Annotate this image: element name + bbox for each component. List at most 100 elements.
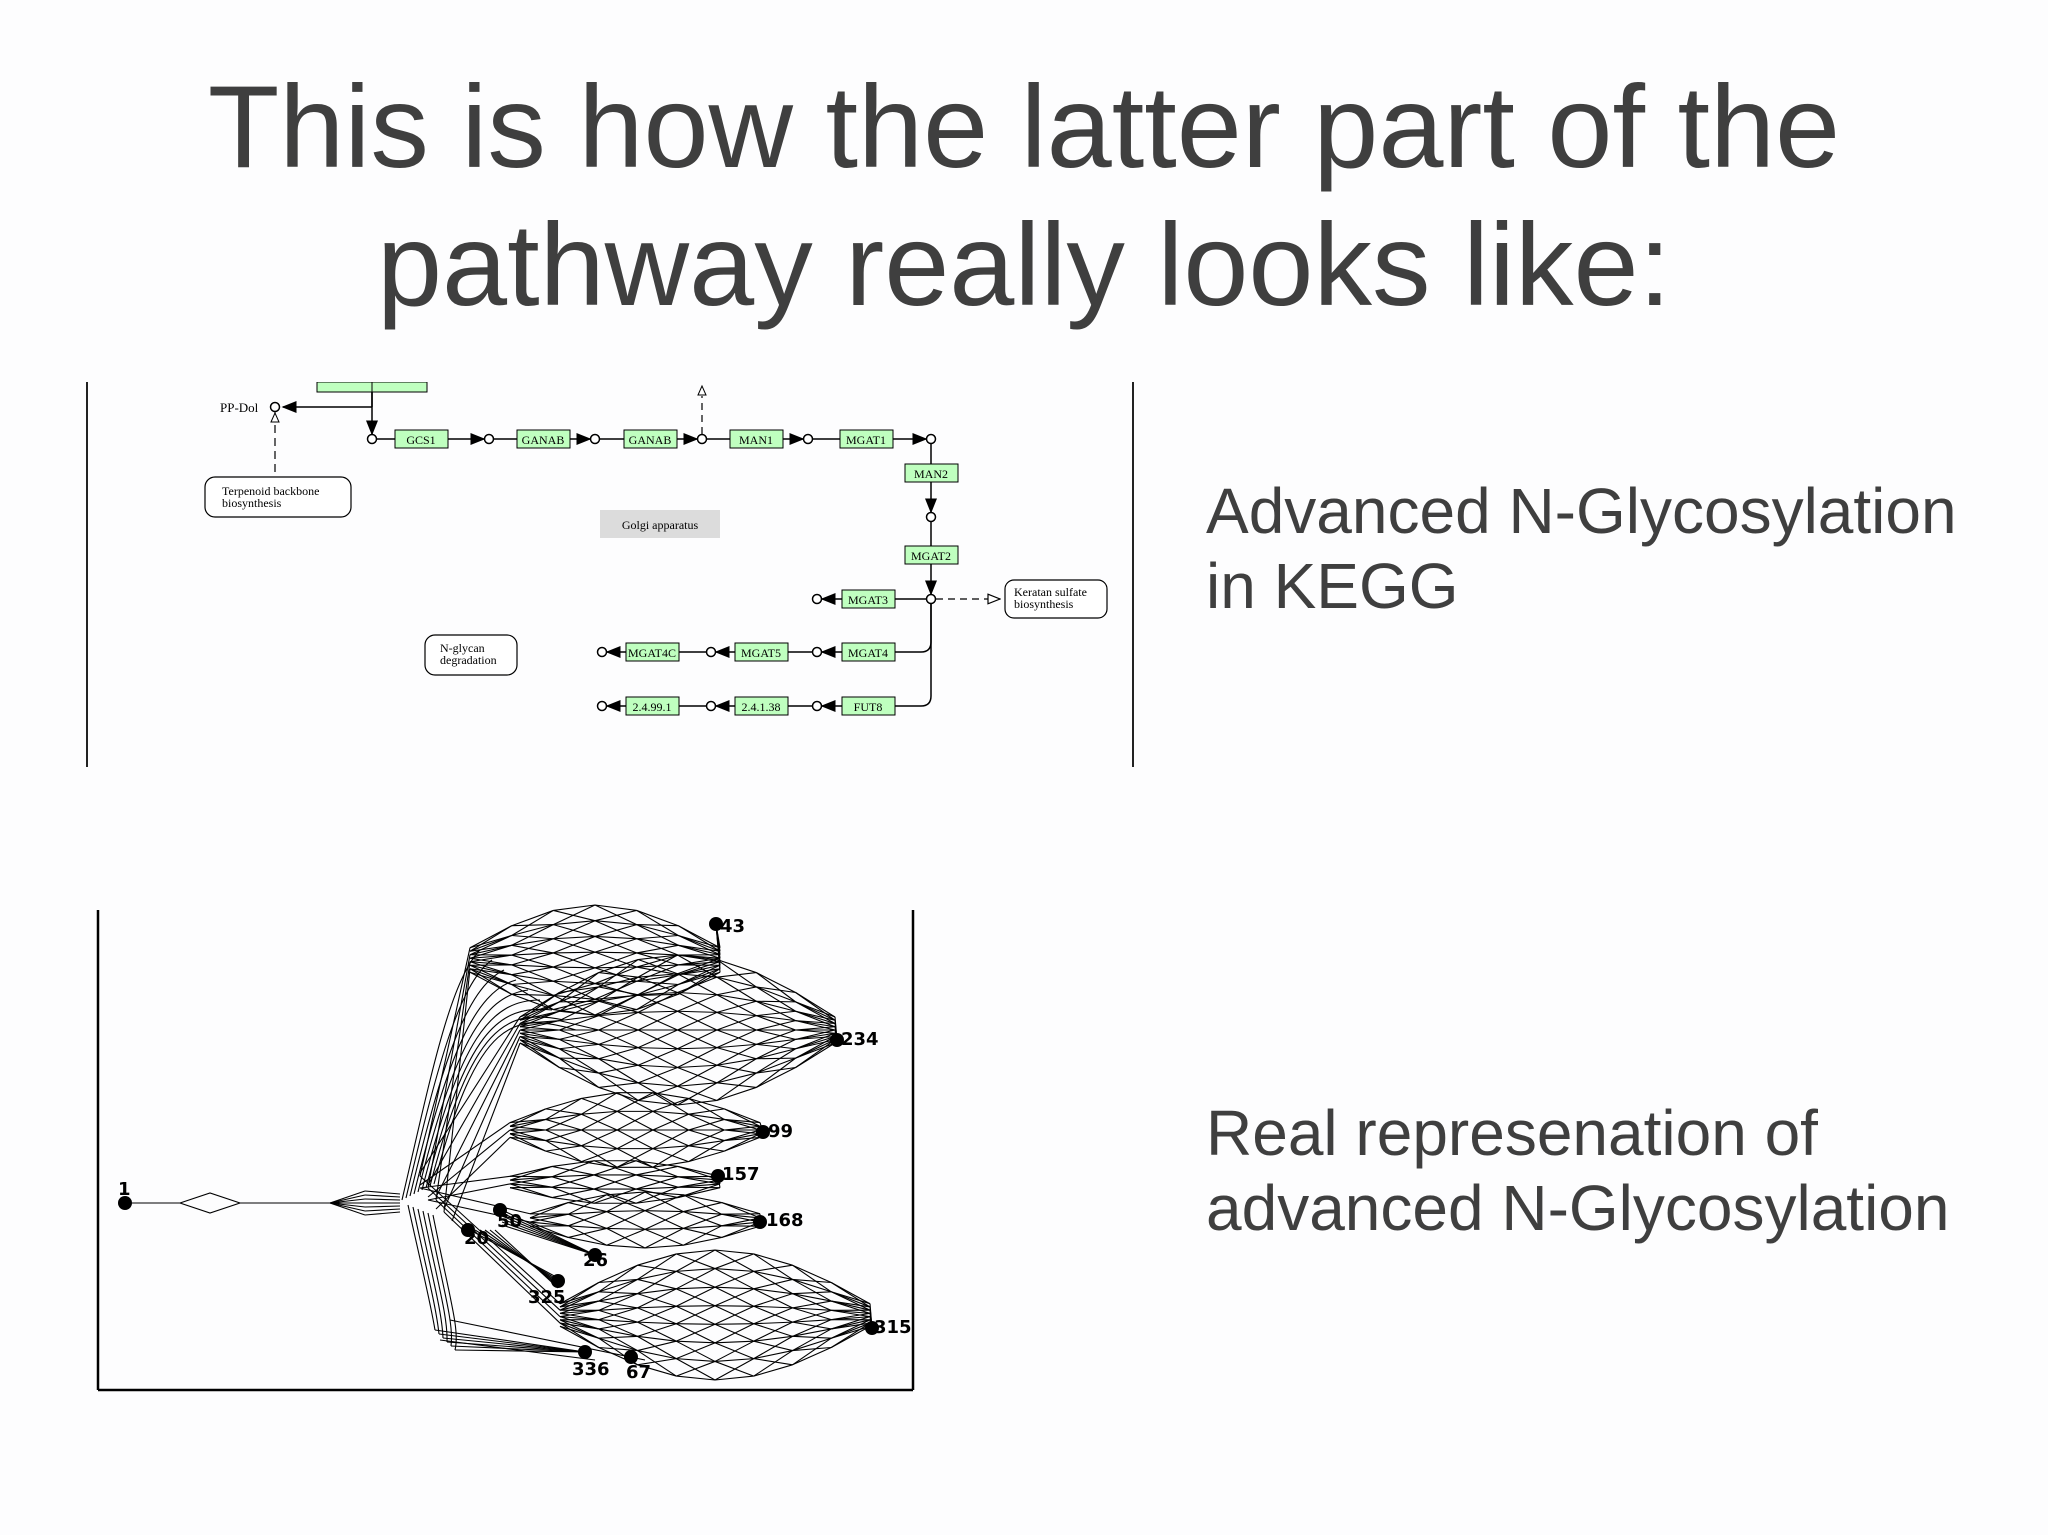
- network-edge: [421, 999, 541, 1191]
- network-edge: [439, 1339, 596, 1361]
- network-edge: [581, 1110, 618, 1115]
- network-edge: [830, 1282, 871, 1308]
- network-edge: [756, 1043, 796, 1050]
- network-edge: [652, 1145, 689, 1150]
- network-edge: [716, 959, 757, 974]
- network-edge: [716, 1058, 757, 1066]
- network-edge: [714, 1358, 755, 1381]
- network-edge: [489, 1229, 559, 1287]
- network-edge: [676, 1305, 716, 1307]
- network-edge: [677, 1010, 717, 1013]
- network-edge: [559, 1325, 599, 1339]
- network-edge: [677, 1176, 721, 1185]
- network-edge: [714, 1286, 754, 1290]
- network-edge: [606, 1210, 646, 1213]
- network-edge: [594, 952, 637, 969]
- network-edge: [511, 984, 554, 1011]
- network-edge: [756, 1057, 796, 1060]
- network-edge: [831, 1300, 871, 1314]
- network-edge: [519, 992, 560, 1021]
- network-edge: [792, 1319, 832, 1323]
- network-edge: [469, 957, 512, 966]
- gene-mgat5-label: MGAT5: [741, 646, 781, 660]
- network-edge: [724, 1108, 761, 1124]
- gene-fut8-label: FUT8: [854, 700, 883, 714]
- network-edge: [636, 974, 679, 982]
- network-edge: [598, 972, 639, 978]
- network-edge: [559, 1300, 599, 1314]
- network-edge: [529, 1202, 569, 1215]
- network-node: [753, 1215, 767, 1229]
- network-edge: [427, 1187, 561, 1311]
- nglycan-box: [424, 634, 518, 676]
- network-edge: [511, 909, 554, 927]
- nglycan-label-2: degradation: [440, 653, 497, 667]
- network-edge: [792, 1307, 832, 1311]
- network-edge: [598, 1293, 638, 1302]
- network-edge: [545, 1150, 582, 1163]
- terpenoid-box: [204, 476, 352, 518]
- network-edge: [606, 1191, 646, 1196]
- network-edge: [425, 1008, 553, 1189]
- network-edge: [756, 986, 796, 1003]
- network-node: [551, 1274, 565, 1288]
- network-edge: [644, 1210, 684, 1213]
- network-edge: [553, 938, 596, 953]
- gene-gcs1-label: GCS1: [406, 433, 435, 447]
- network-edge: [364, 1208, 401, 1212]
- network-edge: [677, 1064, 717, 1069]
- network-edge: [676, 1286, 716, 1290]
- network-edge: [553, 935, 596, 940]
- network-edge: [559, 1067, 599, 1088]
- network-edge: [678, 935, 721, 956]
- network-edge: [677, 1099, 717, 1106]
- network-edge: [831, 1325, 871, 1339]
- network-edge: [714, 1340, 755, 1362]
- network-edge: [716, 1072, 757, 1084]
- network-edge: [676, 1305, 716, 1325]
- network-edge: [511, 974, 554, 996]
- network-edge: [559, 1029, 599, 1045]
- network-edge: [469, 935, 512, 956]
- network-edge: [469, 954, 512, 959]
- network-edge: [606, 1210, 646, 1229]
- network-edge: [559, 1057, 600, 1088]
- network-edge: [559, 1038, 599, 1045]
- network-edge: [407, 1204, 436, 1331]
- node-label-325: 325: [528, 1287, 566, 1308]
- network-edge: [714, 1288, 754, 1307]
- network-edge: [427, 1183, 511, 1201]
- network-edge: [676, 1340, 716, 1344]
- network-edge: [831, 1291, 871, 1311]
- network-edge: [638, 1010, 678, 1013]
- network-edge: [635, 1160, 679, 1178]
- network-edge: [688, 1113, 725, 1120]
- network-edge: [553, 951, 596, 968]
- network-edge: [676, 1360, 716, 1377]
- network-edge: [635, 1165, 679, 1176]
- network-edge: [676, 1323, 716, 1342]
- network-edge: [511, 980, 554, 986]
- golgi-box: [600, 510, 720, 538]
- network-edge: [553, 904, 596, 926]
- network-edge: [511, 952, 554, 956]
- network-edge: [616, 1129, 654, 1150]
- network-edge: [545, 1129, 582, 1147]
- node-label-315: 315: [874, 1317, 912, 1338]
- network-edge: [637, 1270, 677, 1280]
- network-edge: [553, 952, 596, 969]
- network-edge: [756, 986, 796, 994]
- network-edge: [429, 1016, 565, 1187]
- network-edge: [519, 1020, 560, 1031]
- network-edge: [329, 1194, 366, 1204]
- network-edge: [594, 924, 637, 937]
- network-edge: [753, 1340, 793, 1352]
- network-edge: [795, 1020, 836, 1031]
- network-edge: [511, 966, 554, 976]
- network-edge: [714, 1270, 754, 1288]
- gene-mgat4c-label: MGAT4C: [628, 646, 676, 660]
- network-edge: [638, 1082, 678, 1087]
- network-edge: [598, 1278, 638, 1284]
- network-edge: [644, 1211, 684, 1230]
- network-edge: [677, 994, 718, 1012]
